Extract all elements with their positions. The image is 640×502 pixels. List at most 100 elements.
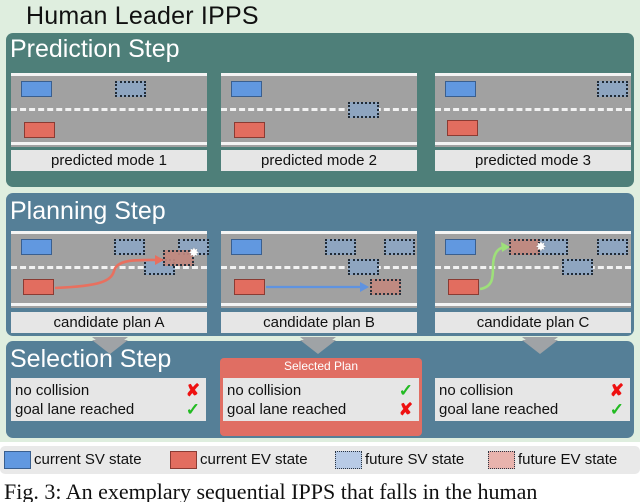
lane-divider [435, 266, 631, 269]
future-sv-car [348, 259, 379, 275]
road-edge-bottom [435, 142, 631, 145]
criterion-row: goal lane reached ✘ [227, 400, 413, 419]
legend-label: current EV state [200, 451, 308, 468]
criterion-label: goal lane reached [439, 401, 559, 418]
lane-divider [221, 108, 417, 111]
current-sv-car [231, 239, 262, 255]
future-sv-swatch [335, 451, 362, 469]
current-ev-car [234, 122, 265, 138]
future-sv-car [114, 239, 145, 255]
road-edge-top [435, 231, 631, 234]
road-edge-bottom [11, 303, 207, 306]
trajectory-a [54, 255, 164, 290]
current-sv-car [21, 81, 52, 97]
criterion-label: no collision [15, 382, 90, 399]
evaluation-plan-a: no collision ✘ goal lane reached ✓ [11, 378, 206, 421]
road-edge-bottom [435, 303, 631, 306]
fail-icon: ✘ [398, 400, 413, 419]
check-icon: ✓ [609, 400, 624, 419]
lane-divider [221, 266, 417, 269]
future-sv-car [115, 81, 146, 97]
selection-step-title: Selection Step [10, 345, 172, 373]
future-sv-car [597, 239, 628, 255]
planning-step-panel: Planning Step ✸ candidate plan A [6, 193, 634, 336]
road [435, 73, 631, 147]
road-edge-bottom [221, 142, 417, 145]
selected-plan-frame: Selected Plan no collision ✓ goal lane r… [220, 358, 422, 436]
planning-step-title: Planning Step [10, 197, 166, 225]
road-edge-top [11, 231, 207, 234]
fail-icon: ✘ [185, 381, 200, 400]
current-ev-swatch [170, 451, 197, 469]
scene-label: candidate plan A [11, 312, 207, 333]
road-edge-top [221, 73, 417, 76]
legend-label: future EV state [518, 451, 618, 468]
future-sv-car [325, 239, 356, 255]
scene-label: predicted mode 2 [221, 150, 417, 171]
current-ev-car [23, 279, 54, 295]
current-sv-car [231, 81, 262, 97]
criterion-row: no collision ✘ [439, 381, 624, 400]
lane-divider [11, 266, 207, 269]
scene-label: candidate plan C [435, 312, 631, 333]
scene-label: predicted mode 3 [435, 150, 631, 171]
road-edge-bottom [221, 303, 417, 306]
future-sv-car [348, 102, 379, 118]
criterion-row: no collision ✓ [227, 381, 413, 400]
future-ev-car [163, 250, 194, 266]
fail-icon: ✘ [609, 381, 624, 400]
current-sv-car [21, 239, 52, 255]
legend-label: current SV state [34, 451, 142, 468]
criterion-label: no collision [227, 382, 302, 399]
evaluation-plan-c: no collision ✘ goal lane reached ✓ [435, 378, 630, 421]
road: ✸ [11, 231, 209, 308]
future-sv-car [562, 259, 593, 275]
selected-plan-label: Selected Plan [283, 359, 359, 373]
lane-divider [11, 108, 207, 111]
future-sv-car [597, 81, 628, 97]
legend: current SV state current EV state future… [0, 446, 640, 474]
current-ev-car [447, 120, 478, 136]
road [221, 231, 417, 308]
criterion-row: goal lane reached ✓ [15, 400, 200, 419]
criterion-label: goal lane reached [15, 401, 135, 418]
current-sv-swatch [4, 451, 31, 469]
evaluation-plan-b: no collision ✓ goal lane reached ✘ [223, 378, 419, 421]
road-edge-bottom [11, 142, 207, 145]
arrow-down-icon [300, 340, 336, 354]
future-ev-car [370, 279, 401, 295]
road-edge-top [11, 73, 207, 76]
current-ev-car [448, 279, 479, 295]
current-ev-car [24, 122, 55, 138]
trajectory-b [266, 282, 369, 292]
scene-label: candidate plan B [221, 312, 417, 333]
criterion-label: goal lane reached [227, 401, 347, 418]
check-icon: ✓ [185, 400, 200, 419]
collision-icon: ✸ [535, 239, 547, 254]
road-edge-top [435, 73, 631, 76]
road [11, 73, 207, 147]
arrow-down-icon [522, 340, 558, 354]
current-sv-car [445, 239, 476, 255]
current-sv-car [445, 81, 476, 97]
check-icon: ✓ [398, 381, 413, 400]
future-sv-car [384, 239, 415, 255]
lane-divider [435, 108, 631, 111]
scene-label: predicted mode 1 [11, 150, 207, 171]
road: ✸ [435, 231, 631, 308]
figure-caption: Fig. 3: An exemplary sequential IPPS tha… [4, 479, 538, 502]
future-ev-swatch [488, 451, 515, 469]
collision-icon: ✸ [188, 245, 200, 260]
figure-title: Human Leader IPPS [26, 2, 259, 30]
current-ev-car [234, 279, 265, 295]
prediction-step-title: Prediction Step [10, 35, 180, 63]
road-edge-top [221, 231, 417, 234]
trajectory-c [479, 242, 510, 291]
arrow-down-icon [92, 340, 128, 354]
criterion-row: goal lane reached ✓ [439, 400, 624, 419]
criterion-row: no collision ✘ [15, 381, 200, 400]
criterion-label: no collision [439, 382, 514, 399]
prediction-step-panel: Prediction Step predicted mode 1 predict… [6, 33, 634, 187]
legend-label: future SV state [365, 451, 465, 468]
road [221, 73, 417, 147]
